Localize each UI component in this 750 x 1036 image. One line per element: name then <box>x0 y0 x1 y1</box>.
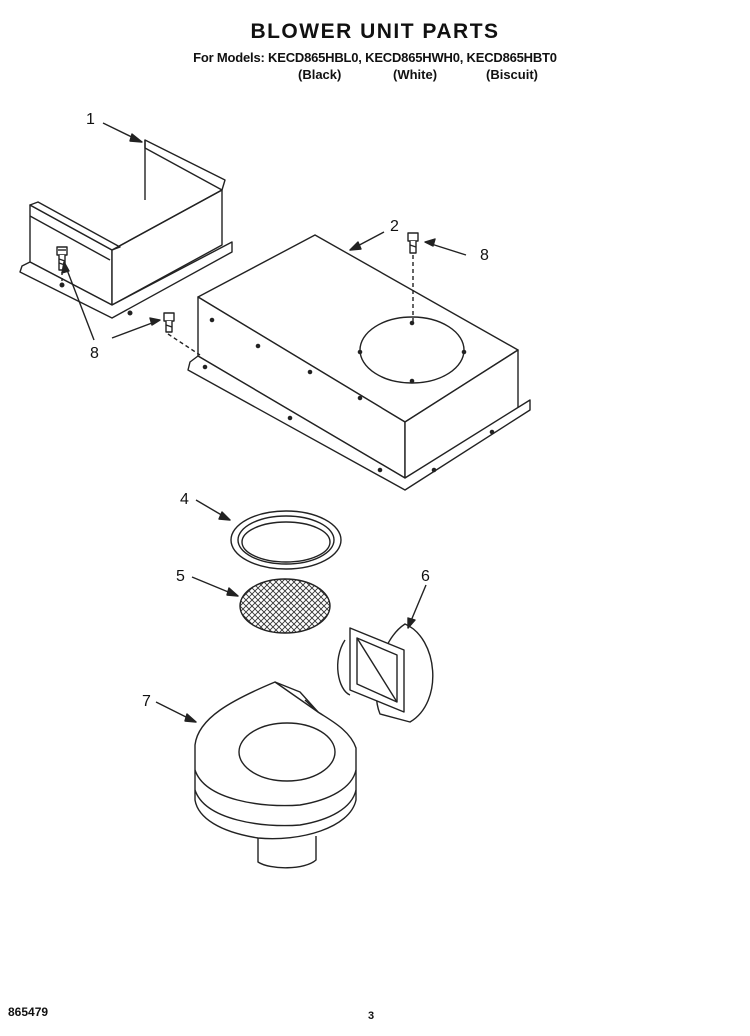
part-8-screw-middle <box>163 312 201 356</box>
callout-5: 5 <box>176 568 185 585</box>
page-number: 3 <box>368 1010 375 1022</box>
part-5-screen <box>239 578 331 634</box>
color-black: (Black) <box>298 67 342 82</box>
color-biscuit: (Biscuit) <box>486 67 538 82</box>
part-1-bracket <box>19 139 233 319</box>
part-2-housing <box>187 234 531 491</box>
document-number: 865479 <box>8 1005 49 1019</box>
page-title: BLOWER UNIT PARTS <box>250 20 500 43</box>
callout-8-left: 8 <box>90 345 99 362</box>
model-numbers: For Models: KECD865HBL0, KECD865HWH0, KE… <box>193 50 557 65</box>
callout-6: 6 <box>421 568 430 585</box>
part-6-damper <box>337 623 434 723</box>
callout-4: 4 <box>180 491 189 508</box>
part-4-gasket <box>230 510 342 570</box>
callout-2: 2 <box>390 218 399 235</box>
callout-8-right: 8 <box>480 247 489 264</box>
leader-arrows <box>61 122 467 723</box>
callout-1: 1 <box>86 111 95 128</box>
part-8-screw-right <box>407 232 419 322</box>
color-white: (White) <box>393 67 438 82</box>
part-7-blower <box>194 681 357 869</box>
callout-7: 7 <box>142 693 151 710</box>
